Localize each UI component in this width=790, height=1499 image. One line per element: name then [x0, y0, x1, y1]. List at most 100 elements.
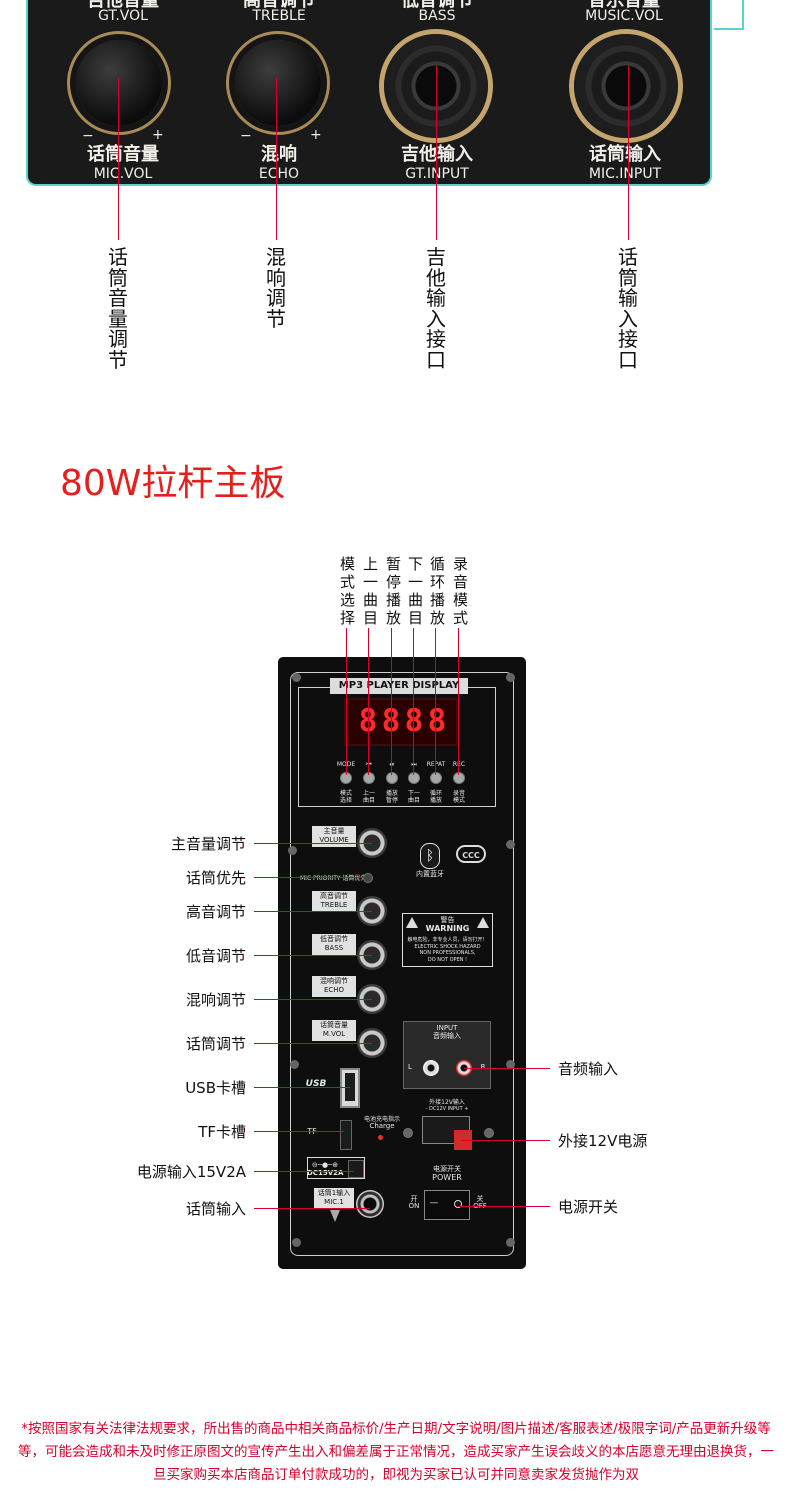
mic-vol-knob[interactable] [76, 40, 162, 126]
callout-line-rec [458, 628, 459, 775]
screw [506, 1238, 515, 1247]
callout-line-dc12 [462, 1140, 550, 1141]
mic-vol-label-cn: 话筒音量 [87, 144, 159, 165]
callout-bass: 低音调节 [185, 947, 246, 965]
rca-left-jack[interactable] [423, 1060, 439, 1076]
panel-edge-frame [714, 0, 744, 30]
callout-line-mic-vol [118, 78, 119, 240]
dc15-jack[interactable] [348, 1160, 364, 1178]
callout-line-mic-adjust [254, 1043, 372, 1044]
callout-pause-play: 暂停播放 [384, 556, 402, 628]
board-frame [290, 672, 514, 1256]
callout-line-dc15 [254, 1171, 354, 1172]
treble-label-cn: 高音调节 [243, 0, 315, 11]
next-track-button[interactable] [408, 772, 420, 784]
power-switch-on-mark: — [429, 1198, 439, 1208]
small-screw [484, 1128, 494, 1138]
audio-input-panel [403, 1021, 491, 1089]
callout-mic-vol-adjust: 话筒音量调节 [108, 245, 128, 372]
music-vol-label-en: MUSIC.VOL [585, 8, 663, 24]
callout-main-volume: 主音量调节 [170, 835, 246, 853]
led-digit: 8 [427, 703, 447, 739]
bluetooth-icon: ᛒ [420, 843, 440, 869]
input-r-label: R [480, 1063, 486, 1071]
callout-mic-priority: 话筒优先 [185, 869, 246, 887]
disclaimer-text: *按照国家有关法律法规要求，所出售的商品中相关商品标价/生产日期/文字说明/图片… [18, 1421, 774, 1483]
mic-input-jack[interactable] [574, 34, 678, 138]
usb-label: USB [305, 1079, 327, 1089]
led-display [344, 698, 458, 746]
dc15-input-box [307, 1157, 365, 1179]
play-button-cn: 播放暂停 [385, 790, 398, 804]
dc-polarity-icon: ⊖─●─⊕ [311, 1161, 339, 1169]
power-switch-off-mark [454, 1200, 462, 1208]
warning-title-cn: 警告 [440, 916, 455, 924]
mic-vol-plus: + [152, 127, 164, 143]
play-button-label: ⏯ [389, 761, 395, 768]
echo-knob[interactable] [235, 40, 321, 126]
repeat-button[interactable] [430, 772, 442, 784]
treble-label-en: TREBLE [252, 8, 306, 24]
gt-vol-label-en: GT.VOL [98, 8, 148, 24]
led-digit: 8 [403, 705, 425, 737]
callout-line-prev [368, 628, 369, 775]
next-button-cn: 下一曲目 [407, 790, 420, 804]
dc12-label-en: - DC12V INPUT + [425, 1106, 469, 1112]
prev-track-button[interactable] [363, 772, 375, 784]
mic1-jack[interactable] [356, 1190, 384, 1218]
mic-priority-switch[interactable] [363, 873, 373, 883]
callout-line-echo [276, 78, 277, 240]
power-label-cn: 电源开关 [433, 1165, 461, 1173]
callout-echo: 混响调节 [185, 991, 246, 1009]
bluetooth-label: 内置蓝牙 [416, 870, 444, 878]
mp3-display-title: MP3 PLAYER DISPLAY [330, 678, 468, 694]
callout-echo-adjust: 混响调节 [266, 245, 286, 331]
play-pause-button[interactable] [386, 772, 398, 784]
power-label-en: POWER [432, 1173, 462, 1182]
small-screw [403, 1128, 413, 1138]
music-vol-label-cn: 音乐音量 [588, 0, 660, 11]
input-l-label: L [408, 1063, 412, 1071]
callout-line-mic1 [254, 1208, 370, 1209]
callout-guitar-input-port: 吉他输入接口 [426, 245, 446, 372]
callout-tf-slot: TF卡槽 [198, 1123, 246, 1141]
next-button-label: ⏭ [411, 761, 417, 768]
callout-mic-input-port: 话筒输入接口 [618, 245, 638, 372]
callout-power-input: 电源输入15V2A [136, 1163, 246, 1181]
echo-label-cn: 混响 [261, 144, 297, 165]
warning-triangle-icon [477, 917, 489, 928]
callout-line-next [413, 628, 414, 775]
callout-repeat-play: 循环播放 [428, 556, 446, 628]
callout-line-tf [254, 1131, 344, 1132]
mode-button-cn: 模式选择 [339, 790, 352, 804]
led-digit: 8 [381, 703, 401, 739]
prev-button-cn: 上一曲目 [362, 790, 375, 804]
section-title: 80W拉杆主板 [60, 463, 286, 504]
dc12-label-cn: 外接12V输入 [429, 1099, 465, 1106]
tf-slot[interactable] [340, 1120, 352, 1150]
gt-vol-label-cn: 吉他音量 [87, 0, 159, 11]
screw [292, 673, 301, 682]
mic-input-label-en: MIC.INPUT [588, 166, 662, 182]
echo-minus: − [240, 128, 252, 144]
callout-line-echo-board [254, 999, 372, 1000]
callout-line-mic-priority [254, 877, 366, 878]
warning-title-en: WARNING [425, 924, 470, 933]
echo-plus: + [310, 127, 322, 143]
record-button[interactable] [453, 772, 465, 784]
callout-line-gt-input [436, 66, 437, 240]
gt-input-label-cn: 吉他输入 [401, 144, 473, 165]
power-switch[interactable] [424, 1190, 470, 1220]
repeat-button-cn: 循环播放 [429, 790, 442, 804]
callout-line-bass [254, 955, 372, 956]
rec-button-label: REC [452, 761, 466, 768]
warning-triangle-icon [406, 917, 418, 928]
